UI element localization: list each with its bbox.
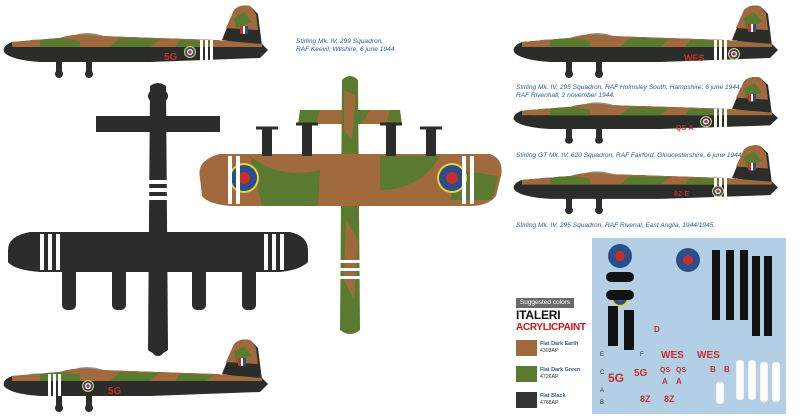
caption-620-fairford: Stirling GT Mk. IV, 620 Squadron, RAF Fa… (516, 152, 744, 159)
plan-view-underside (8, 83, 308, 356)
caption-295-rivenal: Stirling Mk. IV, 295 Squadron, RAF Riven… (516, 222, 716, 229)
profile-side-bottom (3, 339, 269, 412)
decal-code: 8Z (640, 394, 651, 404)
brand-italeri: ITALERI (516, 308, 561, 322)
profile-side-1 (3, 5, 269, 78)
side-code-bottom: 5G (108, 386, 122, 397)
decal-code: QS (660, 367, 670, 374)
swatch-green (516, 366, 537, 382)
decal-code: B (710, 365, 716, 374)
decal-code: QS (676, 367, 686, 374)
decal-sheet: WES WES 5G 5G QS QS A A B B 8Z 8Z D E F … (592, 238, 786, 414)
caption-rivenhall: RAF Rivenhall, 2 november 1944. (516, 92, 615, 99)
side-code-2: WES (684, 53, 705, 63)
swatch-earth-name: Flat Dark Earth (540, 341, 579, 347)
decal-code: A (662, 377, 668, 386)
suggested-colors-header: Suggested colors (516, 298, 574, 308)
decal-letter: C (600, 370, 605, 376)
decal-code: 5G (608, 371, 624, 385)
profile-side-2 (513, 5, 778, 78)
decal-code: WES (697, 350, 720, 361)
caption-299-line2: RAF Keevil, Witshire, 6 june 1944. (296, 46, 397, 53)
decal-code: D (654, 325, 660, 334)
swatch-black (516, 392, 537, 408)
decal-code: A (676, 377, 682, 386)
decal-code: WES (661, 350, 684, 361)
swatch-green-code: 4726AP (540, 374, 559, 380)
decal-code: 5G (634, 368, 648, 379)
side-code-4: 8Z·E (674, 191, 690, 198)
swatch-black-name: Flat Black (540, 393, 566, 399)
plan-view-topside (199, 76, 502, 334)
swatch-black-code: 4768AP (540, 400, 559, 406)
swatch-earth-code: 4303AP (540, 348, 559, 354)
caption-295-holmsley: Stirling Mk. IV, 295 Squadron, RAF Holms… (516, 84, 742, 91)
decal-code: B (724, 365, 730, 374)
swatch-green-name: Flat Dark Green (540, 367, 581, 373)
decal-letter: B (600, 400, 604, 406)
brand-acrylic-paint: ACRYLICPAINT (516, 322, 586, 333)
side-code-3: QS·A (676, 125, 694, 132)
caption-299-line1: Stirling Mk. IV, 299 Squadron, (296, 38, 384, 45)
decal-letter: F (640, 352, 644, 358)
decal-letter: A (600, 388, 604, 394)
decal-code: 8Z (664, 394, 675, 404)
side-code-1: 5G (164, 52, 178, 63)
swatch-earth (516, 340, 537, 356)
decal-letter: E (600, 352, 604, 358)
